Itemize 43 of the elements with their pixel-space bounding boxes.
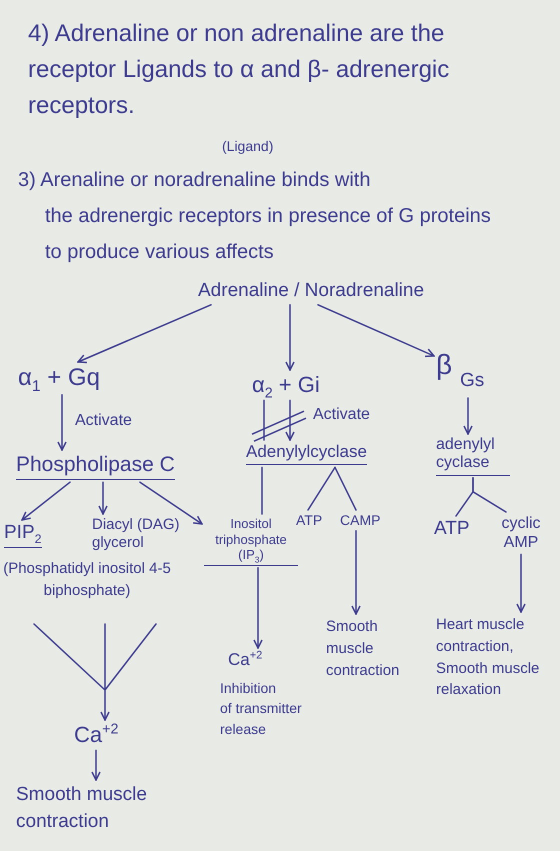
arrow [91,750,101,781]
connector-line [307,466,336,511]
note-paragraph: 3) Arenaline or noradrenaline binds with the adrenergic receptors in presence of G proteins to produce various affects [18,168,492,265]
arrow [21,481,71,521]
enzyme-label: Adenylylcyclase [246,442,367,466]
molecule-label: cyclic AMP [500,514,542,552]
connector-line [472,477,507,513]
arrow [285,400,295,441]
arrow [98,481,108,515]
g-protein-label: Gs [460,370,484,393]
molecule-label: PIP$_{2}$ [4,522,42,548]
effect-text: Smooth muscle contraction [16,783,148,834]
note-paragraph: 4) Adrenaline or non adrenaline are the receptor Ligands to α and β- adrenergic receptors. [28,19,450,121]
effect-text: Inhibition of transmitter release [220,679,303,739]
effect-text: Smooth muscle contraction [326,617,400,680]
molecule-label: ATP [434,518,470,541]
ion-label: Ca$^{+2}$ [74,722,118,748]
receptor-label: α$_{2}$ + Gi [252,372,320,398]
arrow [253,567,263,649]
ion-label: Ca$^{+2}$ [228,650,262,670]
arrow [463,397,473,435]
enzyme-label: adenylyl cyclase [436,436,510,476]
arrow [351,530,361,615]
arrow [139,481,203,525]
arrow [317,304,435,358]
arrow [77,304,212,364]
arrow [516,554,526,613]
effect-text: Heart muscle contraction, Smooth muscle relaxation [436,615,540,700]
molecule-label: CAMP [340,512,380,529]
arrow [57,394,67,451]
molecule-label: Diacyl (DAG) glycerol [92,516,181,552]
annotation-text: (Ligand) [222,138,274,154]
hormone-label: Adrenaline / Noradrenaline [198,280,424,303]
arrow [285,304,295,371]
connector-line [261,466,263,515]
enzyme-label: Phospholipase C [16,452,175,480]
connector-line [334,466,357,511]
connector-line [263,400,265,441]
receptor-label: β [436,348,452,382]
molecule-name: (Phosphatidyl inositol 4-5 biphosphate) [2,559,172,601]
converging-arrow [33,623,157,721]
molecule-label: ATP [296,512,322,529]
receptor-label: α$_{1}$ + Gq [18,364,100,393]
